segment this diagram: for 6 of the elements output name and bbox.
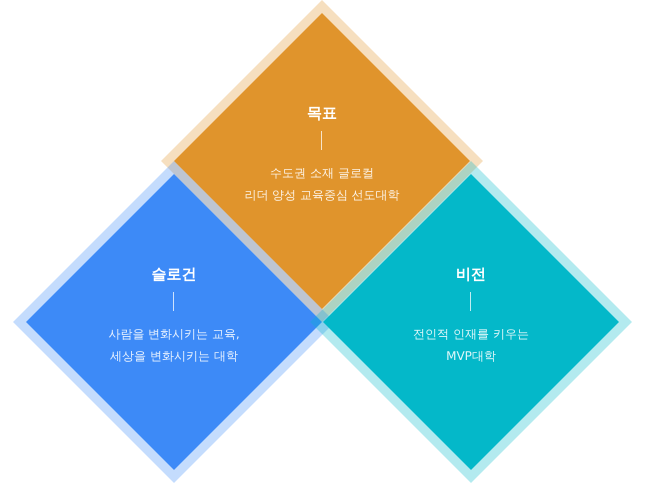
section-title: 비전 (456, 264, 486, 285)
description-text: 사람을 변화시키는 교육, 세상을 변화시키는 대학 (108, 326, 240, 365)
description-text: 수도권 소재 글로컬 리더 양성 교육중심 선도대학 (244, 165, 400, 204)
description-text: 전인적 인재를 키우는 MVP대학 (413, 326, 529, 365)
section-title: 슬로건 (152, 264, 196, 285)
section-title: 목표 (307, 103, 337, 124)
